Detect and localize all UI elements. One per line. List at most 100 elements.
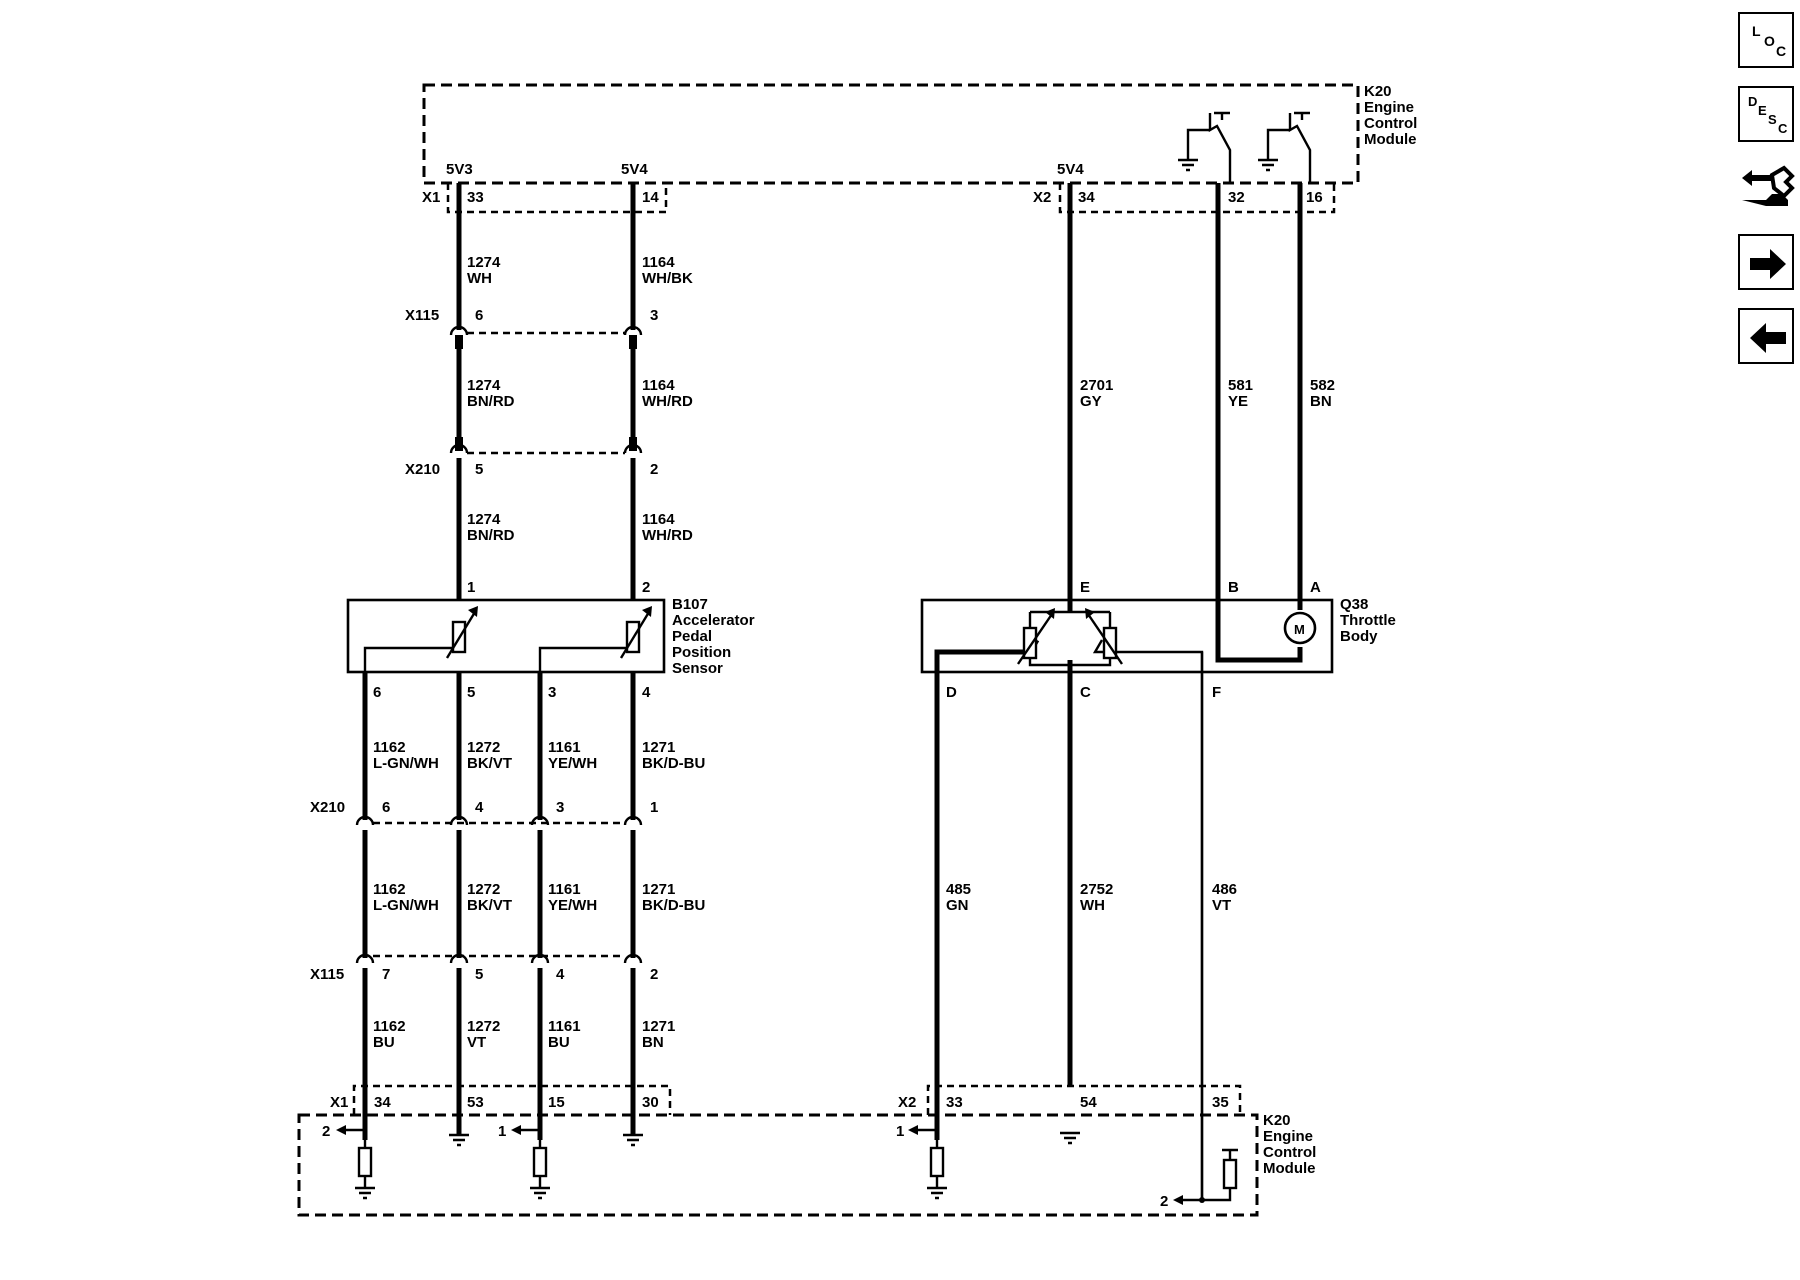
ecm-top-name-3: Module [1364, 131, 1417, 148]
description-button[interactable]: D E S C [1738, 86, 1794, 142]
wire-1162-c-num: 1162 [373, 1018, 406, 1035]
pin-x1-14: 14 [642, 189, 659, 206]
wire-1272-c-color: VT [467, 1034, 486, 1051]
wire-1271-c-color: BN [642, 1034, 664, 1051]
conn-x115-top: X115 [405, 307, 439, 324]
wire-1162-a-color: L-GN/WH [373, 755, 439, 772]
pin-x2-16: 16 [1306, 189, 1323, 206]
wire-1271-a-color: BK/D-BU [642, 755, 705, 772]
wire-1164-c-num: 1164 [642, 511, 675, 528]
pin-x2-32: 32 [1228, 189, 1245, 206]
desc-d: D [1748, 94, 1757, 109]
b107-name-2: Pedal [672, 628, 712, 645]
desc-c: C [1778, 121, 1788, 136]
pin-x115-6: 6 [475, 307, 483, 324]
pin-b107-1: 1 [467, 579, 475, 596]
wire-1272-c-num: 1272 [467, 1018, 500, 1035]
wire-1274-c-num: 1274 [467, 511, 501, 528]
loc-l: L [1752, 23, 1761, 39]
ref-arrow-1-left: 1 [498, 1123, 506, 1140]
loc-c: C [1776, 43, 1786, 59]
conn-x1-bottom: X1 [330, 1094, 348, 1111]
wire-1274-color: WH [467, 270, 492, 287]
pin-x2-54: 54 [1080, 1094, 1097, 1111]
pin-x115-7: 7 [382, 966, 390, 983]
b107-name-4: Sensor [672, 660, 723, 677]
pin-x2-34: 34 [1078, 189, 1095, 206]
conn-x2-bottom: X2 [898, 1094, 916, 1111]
wire-1272-b-color: BK/VT [467, 897, 512, 914]
wire-1271-b-color: BK/D-BU [642, 897, 705, 914]
wire-1274-num: 1274 [467, 254, 501, 271]
wire-1271-b-num: 1271 [642, 881, 675, 898]
next-arrow-icon[interactable] [1738, 234, 1794, 290]
q38-name-2: Body [1340, 628, 1378, 645]
wire-1161-c-num: 1161 [548, 1018, 581, 1035]
ecm-bottom-box [297, 1084, 1259, 1217]
label-5v3: 5V3 [446, 161, 473, 178]
wire-581-color: YE [1228, 393, 1248, 410]
ecm-top-box [422, 83, 1360, 214]
wire-1274-c-color: BN/RD [467, 527, 515, 544]
pin-b107-3: 3 [548, 684, 556, 701]
wire-1162-b-num: 1162 [373, 881, 406, 898]
b107-name-3: Position [672, 644, 731, 661]
ecm-bottom-name-1: Engine [1263, 1128, 1313, 1145]
desc-e: E [1758, 103, 1767, 118]
wire-582-color: BN [1310, 393, 1332, 410]
ecm-top-name-1: Engine [1364, 99, 1414, 116]
pin-x1-33: 33 [467, 189, 484, 206]
wire-1161-b-color: YE/WH [548, 897, 597, 914]
wire-485-num: 485 [946, 881, 971, 898]
pin-q38-a: A [1310, 579, 1321, 596]
conn-x210-top: X210 [405, 461, 440, 478]
wire-1162-c-color: BU [373, 1034, 395, 1051]
pin-x1-15: 15 [548, 1094, 565, 1111]
pin-x115-3: 3 [650, 307, 658, 324]
pin-b107-5: 5 [467, 684, 475, 701]
ecm-bottom-name-2: Control [1263, 1144, 1316, 1161]
right-wires [934, 183, 1303, 1200]
wire-1274-b-color: BN/RD [467, 393, 515, 410]
ecm-bottom-ref: K20 [1263, 1112, 1291, 1129]
pin-x115-2: 2 [650, 966, 658, 983]
pin-q38-f: F [1212, 684, 1221, 701]
loc-o: O [1764, 33, 1775, 49]
connector-end-view-icon[interactable] [1738, 160, 1795, 216]
ecm-top-ref: K20 [1364, 83, 1392, 100]
conn-x115-bottom: X115 [310, 966, 344, 983]
pin-x210-2: 2 [650, 461, 658, 478]
ecm-bottom-name-3: Module [1263, 1160, 1316, 1177]
previous-arrow-icon[interactable] [1738, 308, 1794, 364]
pin-x115-5: 5 [475, 966, 483, 983]
location-button[interactable]: L O C [1738, 12, 1794, 68]
pin-x115-4: 4 [556, 966, 565, 983]
label-5v4-right: 5V4 [1057, 161, 1084, 178]
pin-x1-53: 53 [467, 1094, 484, 1111]
q38-name-1: Throttle [1340, 612, 1396, 629]
q38-motor-label: M [1294, 622, 1305, 637]
b107-sensor-box [346, 598, 666, 674]
wire-2752-color: WH [1080, 897, 1105, 914]
ecm-driver-symbols [1178, 111, 1312, 183]
wire-1161-a-num: 1161 [548, 739, 581, 756]
pin-q38-c: C [1080, 684, 1091, 701]
wire-1274-b-num: 1274 [467, 377, 501, 394]
pin-x2-35: 35 [1212, 1094, 1229, 1111]
q38-throttle-body-box [920, 598, 1334, 674]
wire-581-num: 581 [1228, 377, 1253, 394]
conn-x1-top: X1 [422, 189, 440, 206]
wire-485-color: GN [946, 897, 969, 914]
pin-x210-5: 5 [475, 461, 483, 478]
wire-486-color: VT [1212, 897, 1231, 914]
pin-x1-30: 30 [642, 1094, 659, 1111]
wire-1272-a-color: BK/VT [467, 755, 512, 772]
pin-x2-33: 33 [946, 1094, 963, 1111]
wire-1164-c-color: WH/RD [642, 527, 693, 544]
wire-1164-b-color: WH/RD [642, 393, 693, 410]
wire-1271-c-num: 1271 [642, 1018, 675, 1035]
conn-x2-top: X2 [1033, 189, 1051, 206]
pin-b107-2: 2 [642, 579, 650, 596]
pin-x210-1: 1 [650, 799, 658, 816]
